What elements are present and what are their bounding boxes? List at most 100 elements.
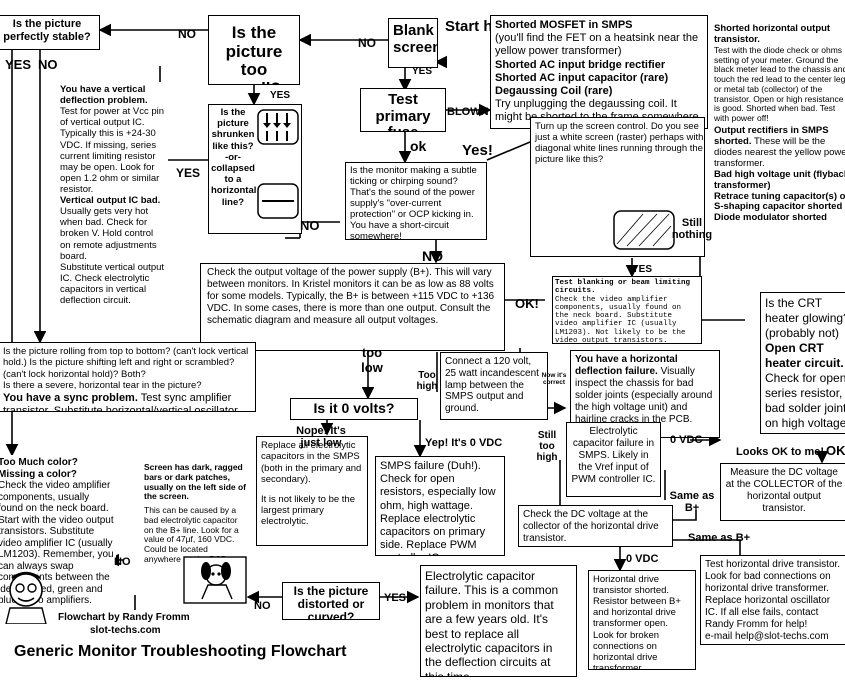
vertical-deflection-box: You have a vertical deflection problem. …: [58, 82, 168, 337]
color-t: Check the video amplifier components, us…: [0, 480, 114, 606]
vdef-t1: Test for power at Vcc pin of vertical ou…: [60, 106, 165, 195]
rolling-h: You have a sync problem.: [3, 391, 138, 404]
start-here-label: Start here: [445, 18, 516, 35]
label-no-stable: NO: [38, 57, 58, 72]
hout-h1: Shorted horizontal output transistor.: [714, 23, 831, 45]
raster-illustration: [613, 210, 675, 250]
rolling-answer: You have a sync problem. Test sync ampli…: [3, 391, 251, 412]
label-looks-ok: Looks OK to me!: [736, 446, 825, 458]
raster-question: Turn up the screen control. Do you see j…: [530, 117, 705, 257]
blanking-h: Test blanking or beam limiting circuits.: [555, 279, 691, 296]
label-no-distorted: NO: [254, 600, 271, 612]
hout-h3: Bad high voltage unit (flyback transform…: [714, 168, 845, 191]
site: slot-techs.com: [90, 625, 161, 636]
hdrive-check-box: Check the DC voltage at the collector of…: [518, 505, 673, 547]
mosfet-line3: Shorted AC input bridge rectifier: [495, 58, 666, 71]
label-same-bplus-1: Same as B+: [669, 490, 715, 514]
email-text: e-mail help@slot-techs.com: [705, 631, 829, 642]
vdef-t3: Substitute vertical output IC. Check ele…: [60, 261, 165, 307]
label-yes-bang: Yes!: [462, 142, 493, 159]
lamp-box: Connect a 120 volt, 25 watt incandescent…: [440, 352, 548, 420]
blank-screen-question: Blank screen?: [388, 18, 438, 68]
blanking-box: Test blanking or beam limiting circuits.…: [552, 276, 702, 344]
crt-q: Is the CRT heater glowing? (probably not…: [765, 296, 845, 340]
label-no-small: NO: [178, 27, 196, 41]
label-yes-blank: YES: [412, 66, 433, 77]
pwm-capacitor-box: Electrolytic capacitor failure in SMPS. …: [566, 422, 661, 497]
mosfet-line4: Shorted AC input capacitor (rare): [495, 71, 669, 84]
label-too-low: too low: [361, 345, 383, 375]
label-nope: Nope! It's just low: [296, 425, 346, 449]
label-ok-fuse: ok: [410, 138, 427, 154]
mosfet-box: Shorted MOSFET in SMPS (you'll find the …: [490, 15, 708, 129]
technician-cartoon: [5, 571, 47, 624]
rolling-t: Test sync amplifier transistor. Substitu…: [3, 391, 238, 412]
hdef-t: Visually inspect the chassis for bad sol…: [575, 366, 713, 425]
replace-caps-t1: Replace all electrolytic capacitors in t…: [261, 440, 362, 486]
crt-h: Open CRT heater circuit.: [765, 341, 844, 370]
crt-heater-box: Is the CRT heater glowing? (probably not…: [760, 292, 845, 434]
color-h: Too Much color? Missing a color?: [0, 457, 78, 480]
label-same-bplus-2: Same as B+: [688, 532, 751, 544]
vdef-h2: Vertical output IC bad.: [60, 195, 161, 207]
collector-box: Measure the DC voltage at the COLLECTOR …: [720, 463, 845, 521]
raster-text: Turn up the screen control. Do you see j…: [535, 121, 704, 166]
label-yes-raster: YES: [632, 264, 653, 275]
label-ok-right: OK: [826, 443, 845, 458]
blanking-t: Check the video amplifier components, us…: [555, 295, 686, 344]
zero-volts-question: Is it 0 volts?: [290, 398, 418, 420]
label-now-correct: Now it's correct: [541, 372, 567, 386]
too-small-question: Is the picture too small?: [208, 15, 300, 85]
label-zero-vdc-1: 0 VDC: [670, 434, 703, 446]
shrunken-text: Is the picture shrunken like this? -or- …: [211, 107, 257, 208]
mosfet-line2: (you'll find the FET on a heatsink near …: [495, 32, 699, 58]
label-blown: BLOWN: [447, 106, 489, 118]
replace-caps-box: Replace all electrolytic capacitors in t…: [256, 436, 368, 546]
test-hdrive-text: Test horizontal drive transistor. Look f…: [705, 559, 841, 630]
replace-caps-t2: It is not likely to be the largest prima…: [261, 493, 355, 528]
hout-t2: These will be the diodes nearest the yel…: [714, 135, 845, 169]
shrunken-question: Is the picture shrunken like this? -or- …: [208, 104, 302, 234]
ragged-h: Screen has dark, ragged bars or dark pat…: [144, 462, 247, 502]
smps-failure-box: SMPS failure (Duh!). Check for open resi…: [375, 456, 505, 556]
test-primary-fuse: Test primary fuse: [360, 88, 446, 132]
label-yes-shrunken: YES: [176, 166, 201, 180]
rolling-q1: Is the picture rolling from top to botto…: [3, 346, 249, 380]
label-yes-distorted: YES: [384, 592, 407, 604]
label-no-ticking: NO: [300, 218, 320, 233]
mosfet-line1: Shorted MOSFET in SMPS: [495, 19, 633, 31]
label-no-blank: NO: [358, 36, 376, 50]
crt-t: Check for open series resistor, bad sold…: [765, 371, 845, 433]
rolling-q2: Is there a severe, horizontal tear in th…: [3, 380, 202, 392]
credit: Flowchart by Randy Fromm: [58, 612, 190, 623]
vdef-h1: You have a vertical deflection problem.: [60, 84, 148, 107]
horizontal-output-box: Shorted horizontal output transistor. Te…: [712, 22, 845, 282]
label-still-too-high: Still too high: [536, 430, 558, 463]
label-yes-stable: YES: [5, 57, 32, 72]
hdef-h: You have a horizontal deflection failure…: [575, 354, 678, 377]
deflection-caps-box: Electrolytic capacitor failure. This is …: [420, 565, 577, 677]
hout-rectifiers: Output rectifiers in SMPS shorted. These…: [714, 124, 845, 170]
ticking-question: Is the monitor making a subtle ticking o…: [345, 162, 487, 240]
rolling-box: Is the picture rolling from top to botto…: [0, 342, 256, 412]
mosfet-line5: Degaussing Coil (rare): [495, 84, 613, 97]
label-no-bplus: NO: [422, 248, 443, 264]
label-ok-bang: OK!: [515, 296, 539, 311]
hout-h4: Retrace tuning capacitor(s) or S-shaping…: [714, 190, 845, 213]
hout-h2: Output rectifiers in SMPS shorted.: [714, 124, 829, 147]
stable-question: Is the picture perfectly stable?: [0, 15, 100, 50]
label-yes-small: YES: [270, 90, 291, 101]
label-zero-vdc-2: 0 VDC: [626, 553, 659, 565]
vdef-t2: Usually gets very hot when bad. Check fo…: [60, 206, 157, 262]
page-title: Generic Monitor Troubleshooting Flowchar…: [14, 643, 347, 660]
test-hdrive-box: Test horizontal drive transistor. Look f…: [700, 555, 845, 645]
label-no-ragged: NO: [114, 556, 131, 568]
label-still-nothing: Still nothing: [671, 217, 713, 241]
label-yep: Yep! It's 0 VDC: [425, 437, 503, 449]
hout-h5: Diode modulator shorted: [714, 212, 827, 224]
distorted-question: Is the picture distorted or curved?: [282, 582, 380, 620]
collapsed-line-illustration: [257, 183, 299, 219]
dog-cartoon: [183, 556, 247, 604]
bplus-box: Check the output voltage of the power su…: [200, 263, 505, 351]
hout-t1: Test with the diode check or ohms settin…: [714, 44, 845, 124]
